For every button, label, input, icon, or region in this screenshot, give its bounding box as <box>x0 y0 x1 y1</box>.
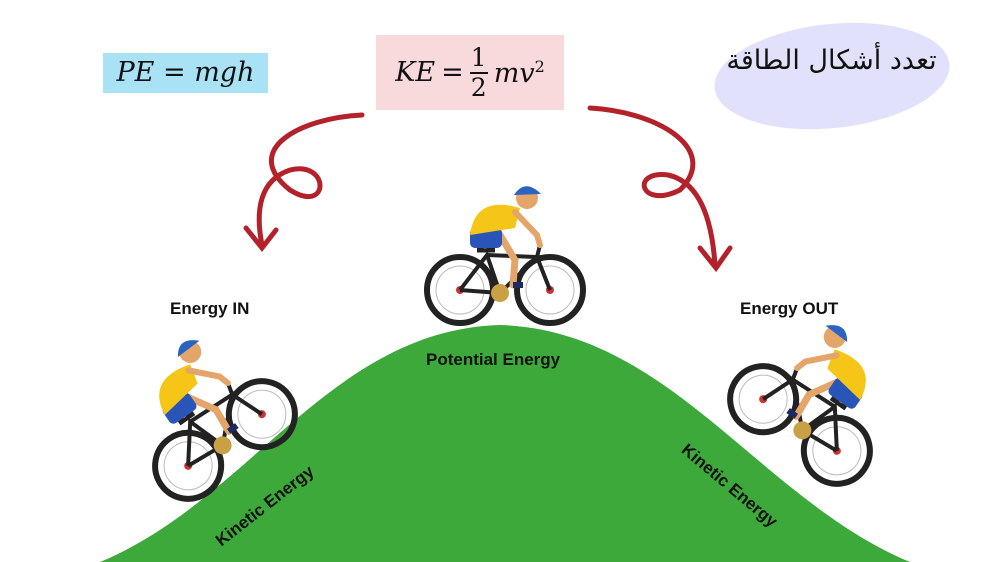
energy-in-label: Energy IN <box>170 299 250 318</box>
kinetic-energy-formula: KE = 1 2 mv2 <box>376 35 564 110</box>
potential-energy-label: Potential Energy <box>426 350 561 369</box>
title-blob <box>714 22 950 130</box>
ke-numerator: 1 <box>470 42 487 72</box>
arrow-right <box>587 105 733 273</box>
cyclist-top <box>427 186 583 323</box>
arrow-left <box>243 112 365 253</box>
ke-exponent: 2 <box>534 56 545 76</box>
pe-equals: = <box>162 57 186 88</box>
ke-denominator: 2 <box>470 72 487 102</box>
ke-fraction: 1 2 <box>469 42 488 102</box>
arabic-title: تعدد أشكال الطاقة <box>726 45 937 76</box>
ke-rhs: mv <box>493 57 535 89</box>
hill <box>100 325 910 562</box>
ke-lhs: KE <box>395 57 436 88</box>
pe-lhs: PE <box>116 57 155 88</box>
potential-energy-formula: PE = mgh <box>103 53 268 93</box>
pe-rhs: mgh <box>194 57 255 88</box>
ke-equals: = <box>441 57 464 88</box>
energy-out-label: Energy OUT <box>740 299 839 318</box>
